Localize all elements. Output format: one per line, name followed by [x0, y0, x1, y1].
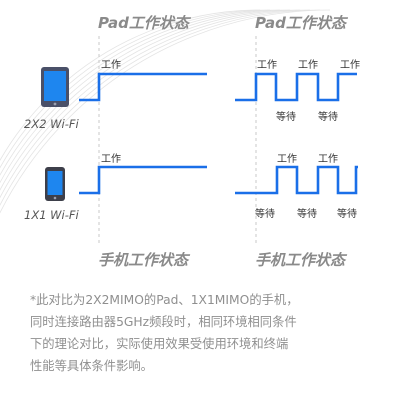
- phone-working-label-1: 工作: [277, 154, 297, 165]
- footnote-line: 下的理论对比，实际使用效果受使用环境和终端: [30, 337, 289, 351]
- phone-signal-right: [235, 165, 358, 195]
- footnote-line: 同时连接路由器5GHz频段时，相同环境相同条件: [30, 315, 297, 329]
- phone-device-label: 1X1 Wi-Fi: [24, 208, 79, 222]
- pad-working-label-left: 工作: [101, 60, 121, 71]
- pad-waiting-label-1: 等待: [276, 112, 296, 123]
- pad-state-title-right: Pad工作状态: [255, 14, 346, 32]
- phone-state-title-right: 手机工作状态: [255, 251, 346, 269]
- tablet-icon: [41, 67, 69, 107]
- phone-state-title-left: 手机工作状态: [98, 251, 189, 269]
- pad-waiting-label-2: 等待: [318, 112, 338, 123]
- pad-working-label-2: 工作: [298, 60, 318, 71]
- footnote-line: 性能等具体条件影响。: [30, 359, 153, 373]
- pad-working-label-3: 工作: [340, 60, 360, 71]
- phone-working-label-left: 工作: [101, 154, 121, 165]
- phone-working-label-2: 工作: [318, 154, 338, 165]
- phone-waiting-label-2: 等待: [297, 209, 317, 220]
- waveform-diagram: [79, 36, 358, 245]
- phone-waiting-label-1: 等待: [255, 209, 275, 220]
- phone-signal-left: [79, 165, 207, 195]
- pad-device-label: 2X2 Wi-Fi: [24, 117, 79, 131]
- pad-signal-right: [235, 72, 357, 102]
- footnote: *此对比为2X2MIMO的Pad、1X1MIMO的手机， 同时连接路由器5GHz…: [30, 289, 380, 377]
- pad-signal-left: [79, 72, 207, 102]
- phone-icon: [45, 167, 65, 201]
- pad-state-title-left: Pad工作状态: [98, 14, 189, 32]
- footnote-line: *此对比为2X2MIMO的Pad、1X1MIMO的手机，: [30, 293, 299, 307]
- pad-working-label-1: 工作: [257, 60, 277, 71]
- phone-waiting-label-3: 等待: [337, 209, 357, 220]
